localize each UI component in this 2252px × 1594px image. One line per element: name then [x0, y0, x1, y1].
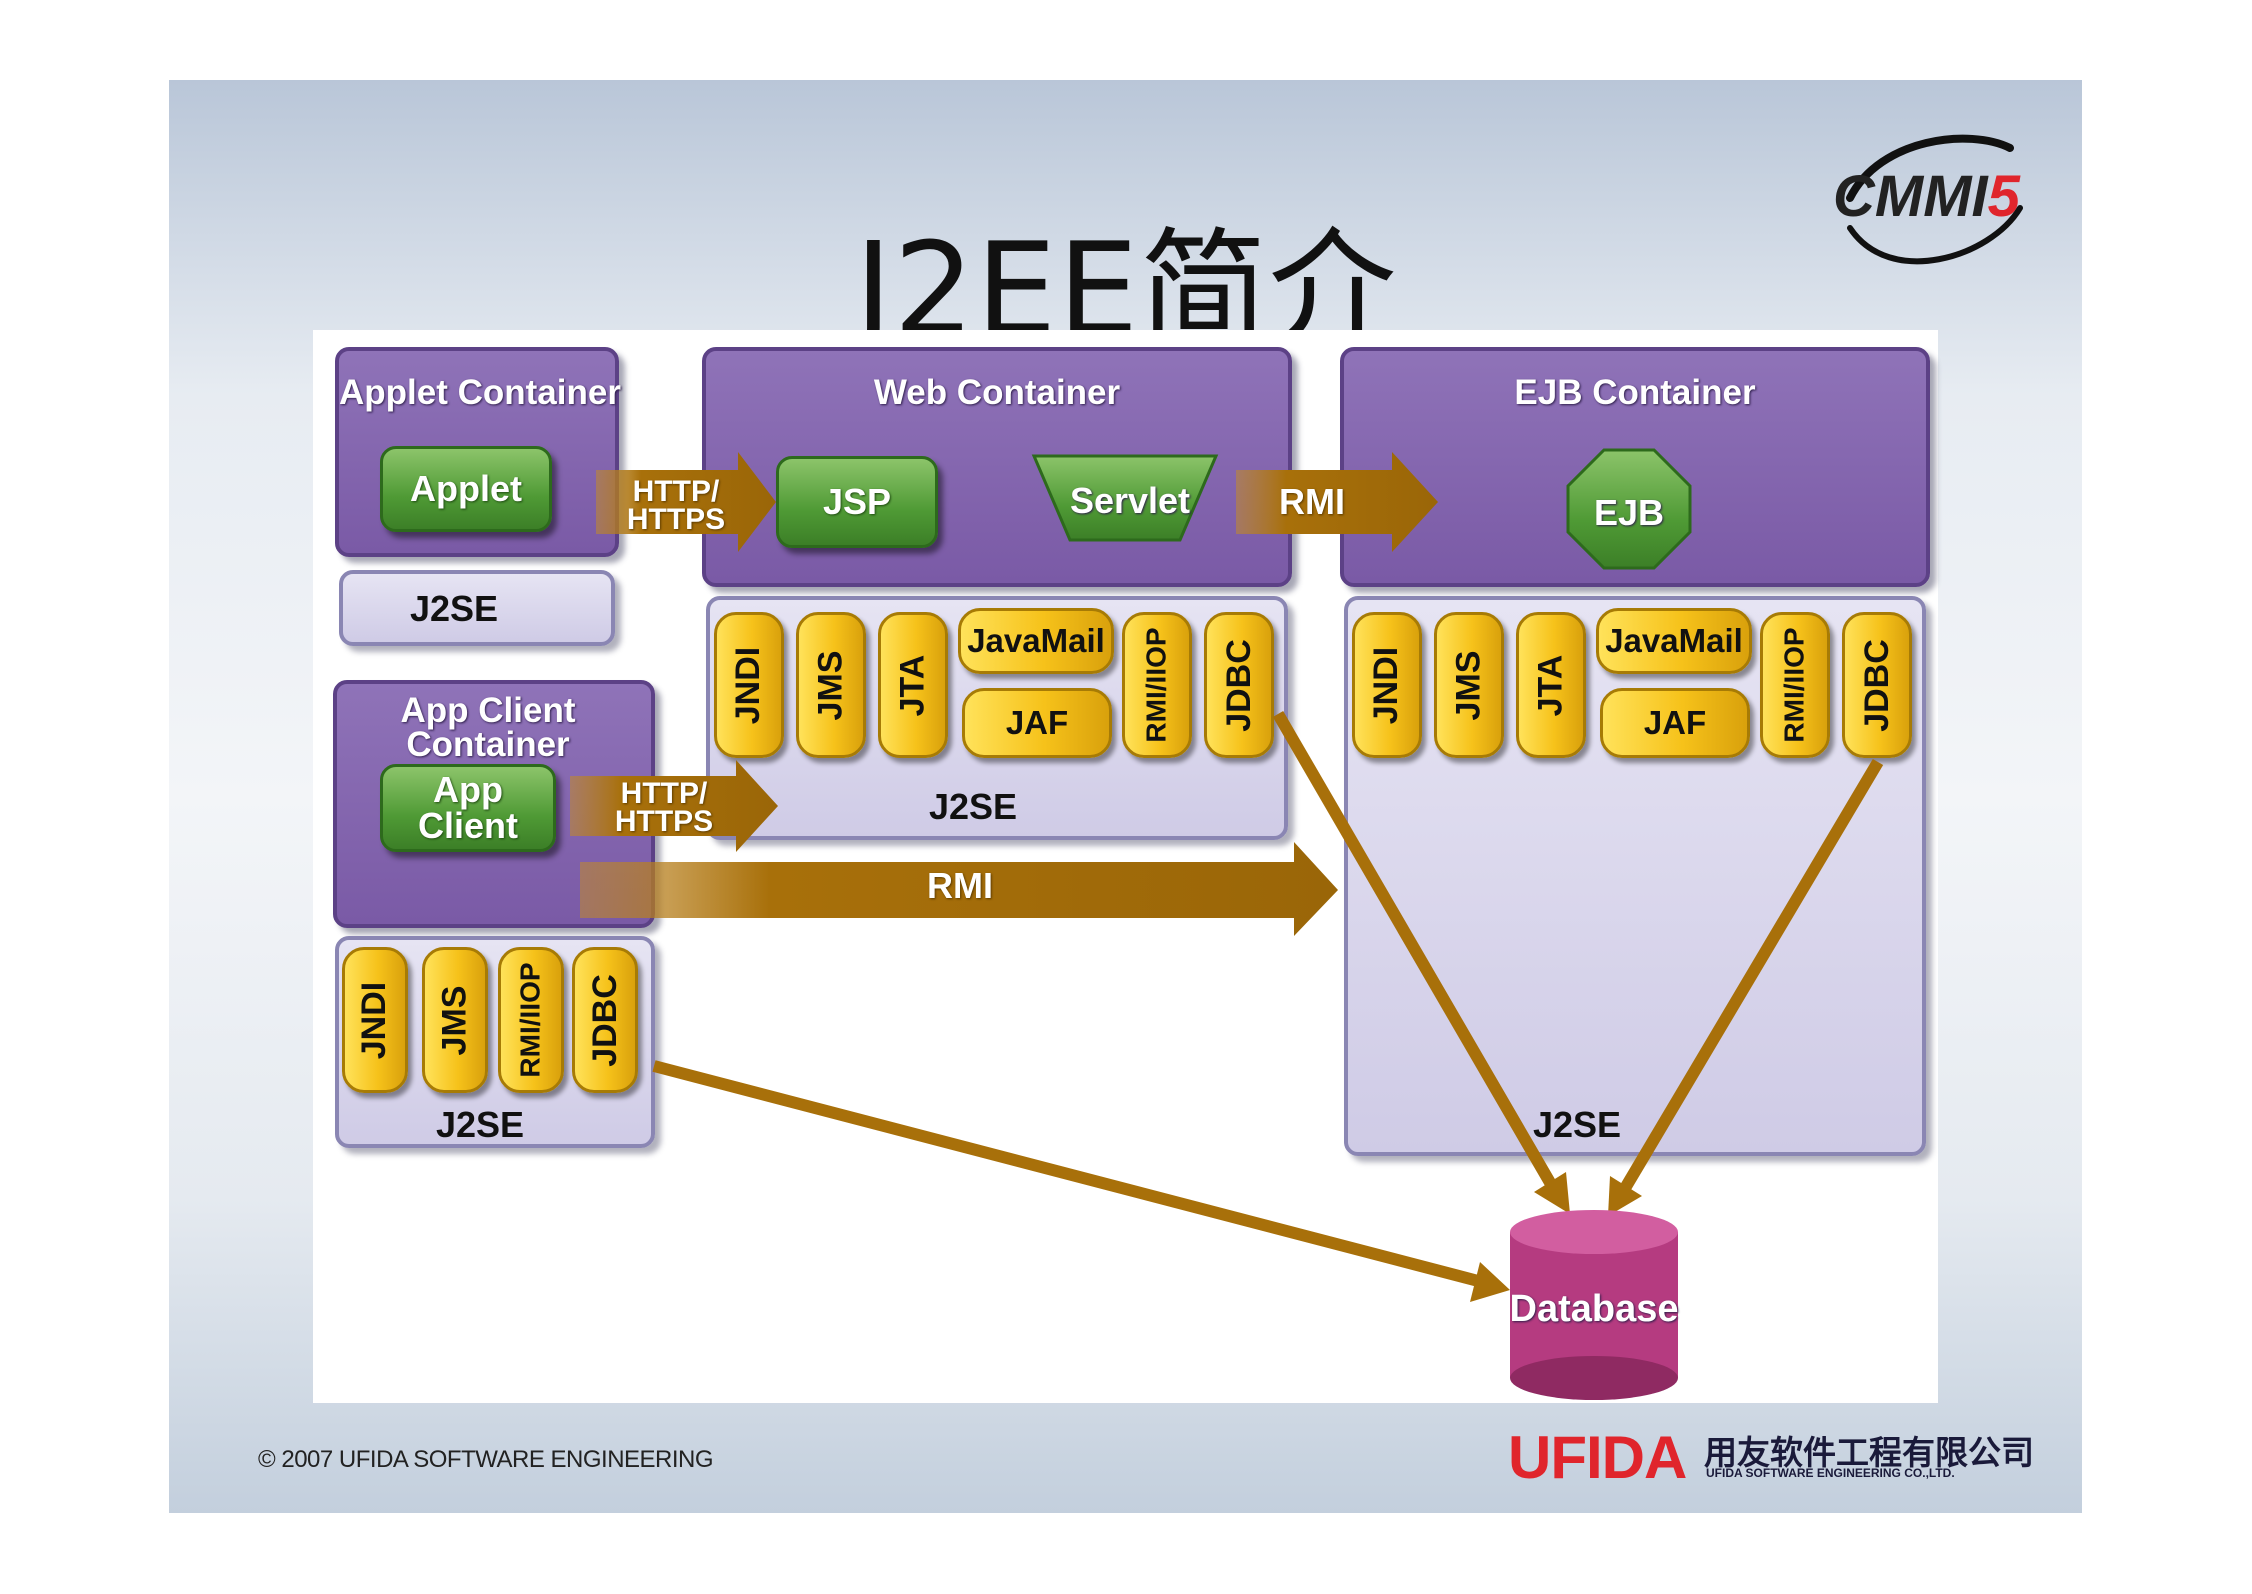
- database-label: Database: [1509, 1288, 1679, 1330]
- ejb-service-jndi: JNDI: [1352, 612, 1422, 758]
- app-client-j2se-label: J2SE: [435, 1104, 525, 1145]
- servlet-shape-icon: [1031, 454, 1219, 542]
- ejb-service-jdbc: JDBC: [1842, 612, 1912, 758]
- company-name-cn: 用友软件工程有限公司: [1704, 1434, 2034, 1471]
- app-client-container-label-line1: App Client: [400, 691, 576, 730]
- arrow-client-to-web: [570, 760, 778, 852]
- app-client-line2: Client: [417, 805, 518, 846]
- web-container-label: Web Container: [873, 373, 1121, 412]
- arrow-client-to-ejb-label: RMI: [927, 865, 993, 906]
- app-client-service-jndi: JNDI: [342, 947, 408, 1093]
- web-j2se-label: J2SE: [928, 786, 1018, 827]
- ufida-logo: UFIDA: [1508, 1424, 1687, 1491]
- web-service-jndi: JNDI: [714, 612, 784, 758]
- arrow-ejb-jdbc-to-db-head: [1608, 1176, 1642, 1216]
- servlet-component-label: Servlet: [1069, 480, 1191, 521]
- arrow-applet-to-web-label: HTTP/HTTPS: [626, 475, 726, 536]
- ejb-service-jaf: JAF: [1600, 688, 1750, 758]
- company-name-en: UFIDA SOFTWARE ENGINEERING CO.,LTD.: [1706, 1466, 1955, 1480]
- arrow-ejb-jdbc-to-db-line: [1618, 758, 1884, 1194]
- ejb-service-rmi-iiop: RMI/IIOP: [1760, 612, 1830, 758]
- cmmi-logo-text: CMMI: [1833, 164, 1988, 229]
- web-service-rmi-iiop: RMI/IIOP: [1122, 612, 1192, 758]
- web-service-jta: JTA: [878, 612, 948, 758]
- web-service-jaf: JAF: [962, 688, 1112, 758]
- arrow-web-to-ejb: [1236, 452, 1438, 552]
- ejb-service-jms: JMS: [1434, 612, 1504, 758]
- app-client-container-label-line2: Container: [406, 725, 570, 764]
- app-client-line1: App: [433, 769, 503, 810]
- arrow-client-to-ejb: [580, 842, 1338, 936]
- applet-j2se-label: J2SE: [409, 588, 499, 629]
- ejb-container-label: EJB Container: [1514, 373, 1756, 412]
- arrow-client-jdbc-to-db-head: [1470, 1262, 1510, 1302]
- arrow-client-to-web-label: HTTP/HTTPS: [614, 777, 714, 838]
- app-client-service-rmi-iiop: RMI/IIOP: [498, 947, 564, 1093]
- cmmi-logo: CMMI5: [1833, 163, 2020, 230]
- arrow-client-jdbc-to-db-line: [652, 1060, 1484, 1288]
- ejb-component-label: EJB: [1593, 492, 1665, 533]
- jsp-component: JSP: [776, 456, 938, 548]
- cmmi-logo-swoosh-icon: [1846, 134, 2023, 265]
- cmmi-logo-level: 5: [1987, 164, 2020, 229]
- arrow-web-jdbc-to-db-head: [1534, 1172, 1570, 1214]
- copyright-text: © 2007 UFIDA SOFTWARE ENGINEERING: [258, 1446, 714, 1473]
- web-service-jdbc: JDBC: [1204, 612, 1274, 758]
- applet-component: Applet: [380, 446, 552, 532]
- ejb-service-jta: JTA: [1516, 612, 1586, 758]
- ejb-j2se-label: J2SE: [1532, 1104, 1622, 1145]
- web-service-javamail: JavaMail: [958, 608, 1114, 674]
- database-cylinder-icon: [1510, 1210, 1678, 1400]
- applet-j2se-runtime: [339, 570, 615, 646]
- app-client-service-jms: JMS: [422, 947, 488, 1093]
- app-client-service-jdbc: JDBC: [572, 947, 638, 1093]
- applet-container-label: Applet Container: [339, 373, 621, 412]
- ejb-octagon-icon: [1566, 448, 1692, 570]
- arrow-applet-to-web: [596, 452, 776, 552]
- arrow-web-jdbc-to-db-line: [1272, 710, 1558, 1190]
- arrow-web-to-ejb-label: RMI: [1279, 481, 1345, 522]
- ejb-service-javamail: JavaMail: [1596, 608, 1752, 674]
- web-service-jms: JMS: [796, 612, 866, 758]
